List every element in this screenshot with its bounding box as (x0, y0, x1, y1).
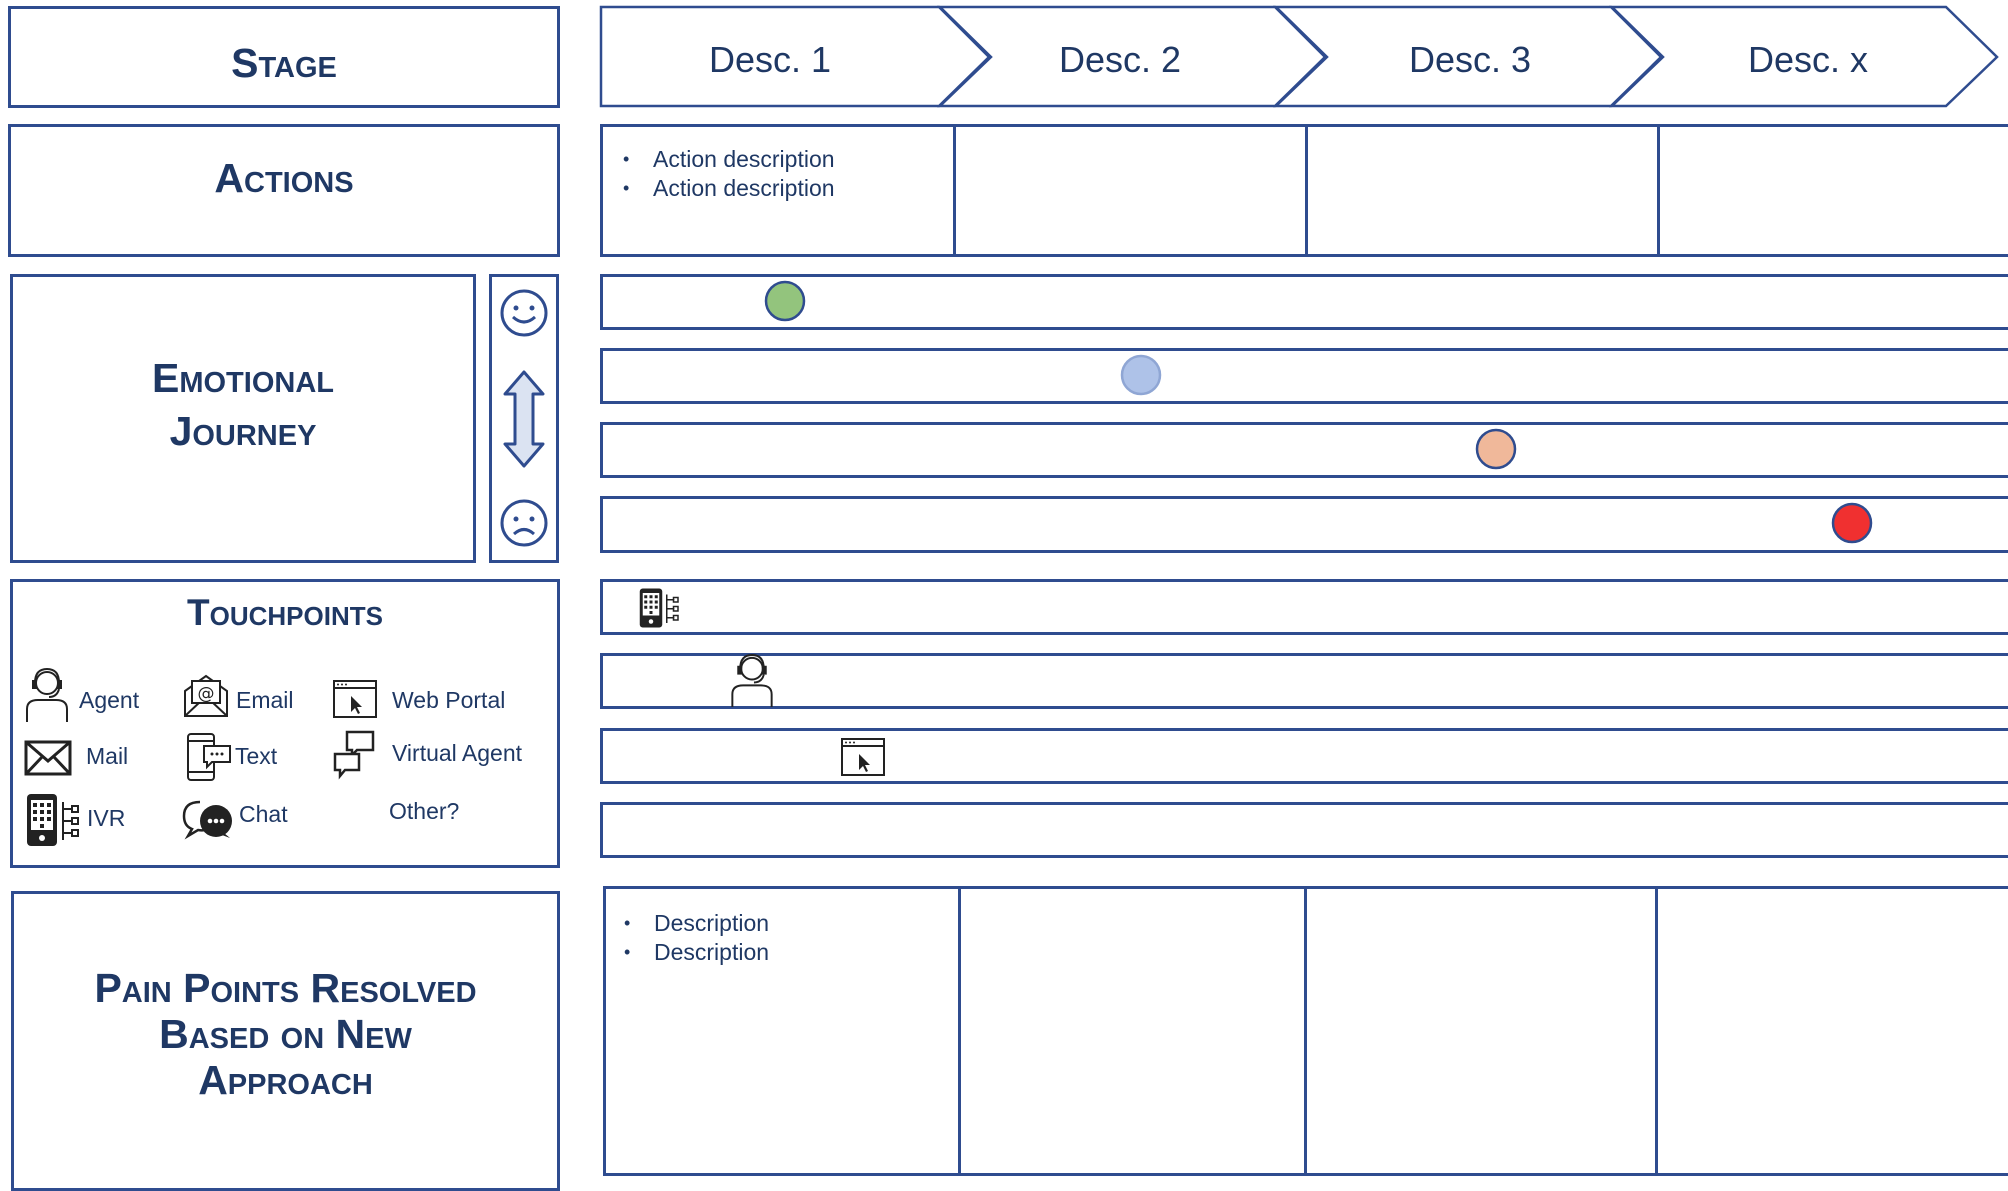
pain-points-cell-3 (1304, 886, 1658, 1176)
actions-cell-3 (1305, 124, 1660, 257)
pain-points-label-line1: Pain Points Resolved (94, 965, 477, 1012)
pain-points-list-1: Description Description (616, 909, 958, 967)
touchpoint-lane-2 (600, 653, 2008, 709)
pain-points-label-box (11, 891, 560, 1191)
actions-label: Actions (214, 155, 354, 202)
stage-label: Stage (231, 40, 337, 87)
chat-icon (182, 800, 232, 840)
stage-1-label: Desc. 1 (708, 38, 832, 80)
svg-text:@: @ (198, 684, 215, 704)
action-item: Action description (623, 145, 953, 174)
sad-face-icon (500, 499, 548, 547)
emotional-journey-label-line2: Journey (169, 408, 317, 454)
stage-label-box (8, 6, 560, 108)
stage-2-label: Desc. 2 (1058, 38, 1182, 80)
emotion-lane-1 (600, 274, 2008, 330)
emotional-journey-label: Emotional Journey (10, 350, 476, 460)
email-icon: @ (184, 674, 228, 717)
text-icon (187, 733, 231, 781)
action-item: Action description (623, 174, 953, 203)
pain-points-cell-2 (958, 886, 1307, 1176)
emotion-lane-3 (600, 422, 2008, 478)
actions-list-1: Action description Action description (615, 145, 953, 203)
smiley-face-icon (500, 289, 548, 337)
web-portal-icon (333, 680, 377, 718)
stage-x-label: Desc. x (1747, 38, 1869, 80)
ivr-icon (639, 588, 679, 628)
web-portal-icon (841, 738, 885, 776)
legend-mail-label: Mail (86, 743, 129, 769)
agent-icon (26, 667, 68, 722)
touchpoint-lane-4 (600, 802, 2008, 858)
emotional-journey-label-box (10, 274, 476, 563)
actions-cell-1: Action description Action description (600, 124, 956, 257)
mail-icon (24, 740, 72, 776)
agent-icon (731, 653, 773, 708)
pain-points-cell-1: Description Description (603, 886, 961, 1176)
touchpoint-lane-3 (600, 728, 2008, 784)
touchpoints-label: Touchpoints (187, 591, 383, 633)
legend-virtual-agent-label: Virtual Agent (392, 740, 523, 766)
virtual-agent-icon (333, 730, 375, 780)
emotion-lane-2 (600, 348, 2008, 404)
emotional-journey-label-line1: Emotional (152, 354, 334, 401)
legend-agent-label: Agent (79, 687, 140, 713)
pain-points-label-line3: Approach (198, 1056, 373, 1103)
legend-chat-label: Chat (239, 801, 288, 827)
pain-points-label-line2: Based on New (159, 1011, 412, 1058)
emotion-lane-4 (600, 496, 2008, 553)
touchpoint-lane-1 (600, 579, 2008, 635)
stage-chevron-4 (1608, 5, 1999, 108)
actions-cell-4 (1657, 124, 2008, 257)
actions-label-box (8, 124, 560, 257)
actions-cell-2 (953, 124, 1308, 257)
stage-chevrons (599, 5, 1999, 108)
legend-email-label: Email (236, 687, 294, 713)
pain-point-item: Description (624, 938, 958, 967)
stage-chevron-1 (599, 5, 991, 108)
legend-ivr-label: IVR (87, 805, 126, 831)
legend-web-portal-label: Web Portal (392, 687, 506, 713)
double-arrow-icon (503, 370, 545, 468)
touchpoints-legend-box (10, 579, 560, 868)
stage-chevron-3 (1272, 5, 1663, 108)
ivr-icon (27, 794, 79, 846)
stage-chevron-2 (936, 5, 1327, 108)
stage-3-label: Desc. 3 (1408, 38, 1532, 80)
legend-text-label: Text (235, 743, 278, 769)
pain-point-item: Description (624, 909, 958, 938)
pain-points-label: Pain Points Resolved Based on New Approa… (11, 960, 560, 1110)
legend-other-label: Other? (389, 798, 460, 824)
pain-points-cell-4 (1655, 886, 2008, 1176)
